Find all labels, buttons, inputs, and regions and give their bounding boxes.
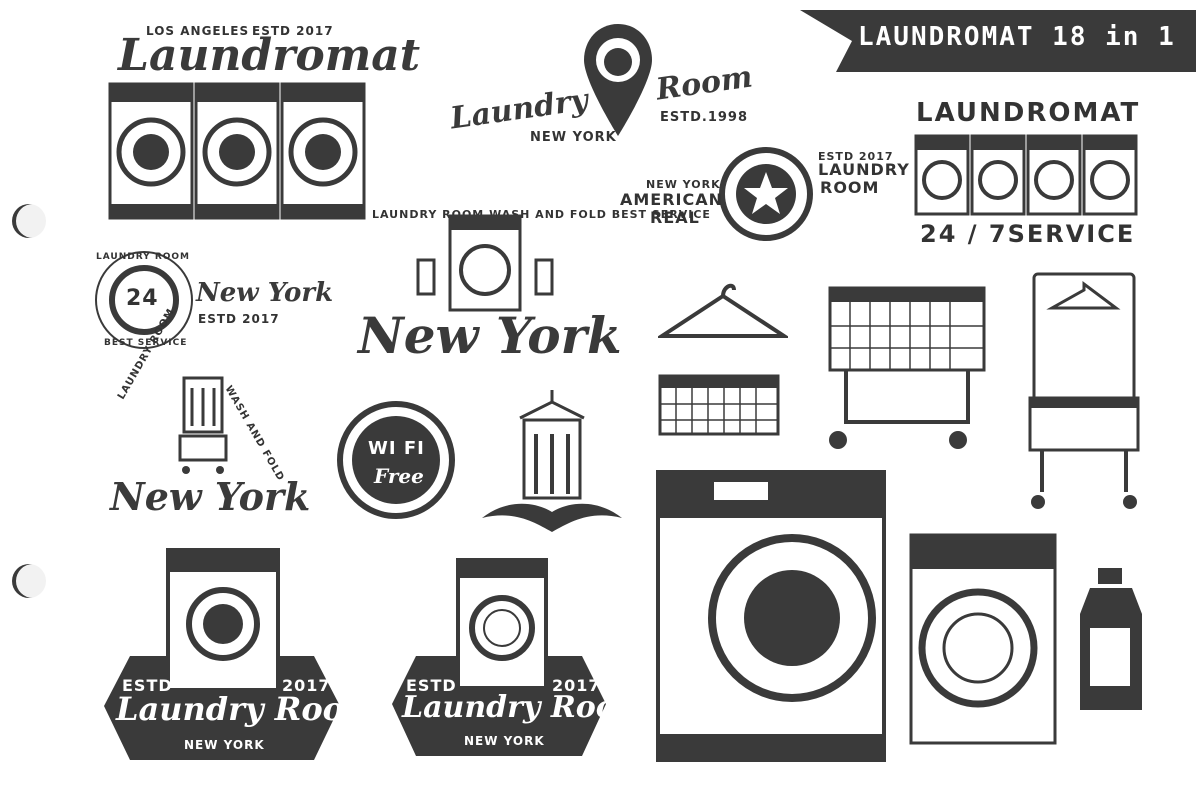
washer-row-four-icon <box>914 134 1138 216</box>
large-washer-icon <box>656 470 886 762</box>
badge-mid-estd: ESTD <box>406 676 457 695</box>
service-text: 24 / 7SERVICE <box>920 220 1136 248</box>
ring-number: 24 <box>126 286 159 311</box>
washer-row-three-icon <box>108 80 366 222</box>
la-city: LOS ANGELES <box>146 24 250 38</box>
washfold2-city: New York <box>110 474 311 519</box>
hanger-rack-cart-icon <box>1028 272 1140 509</box>
la-name: Laundromat <box>118 30 421 81</box>
basket-icon <box>658 374 780 436</box>
detergent-bottle-icon <box>1080 568 1142 710</box>
star-porthole-icon <box>719 147 813 241</box>
wifi-free: Free <box>374 464 424 488</box>
binder-hole-bottom <box>12 564 46 598</box>
pin-estd: ESTD.1998 <box>660 110 749 125</box>
hanger-icon <box>658 283 788 338</box>
medium-washer-icon <box>909 533 1057 745</box>
map-pin-icon <box>584 24 652 136</box>
badge-left-year: 2017 <box>282 676 331 695</box>
flag-cart-icon <box>178 376 228 474</box>
badge-left-icon <box>104 548 340 760</box>
badge-left-estd: ESTD <box>122 676 173 695</box>
washfold2-right: WASH AND FOLD <box>222 384 287 484</box>
badge-left-city: NEW YORK <box>184 738 265 752</box>
service-title: LAUNDROMAT <box>916 98 1141 128</box>
flag-eagle-icon <box>482 390 622 532</box>
american-line1: AMERICAN <box>620 190 724 209</box>
banner-title: LAUNDROMAT 18 in 1 <box>858 22 1176 52</box>
badge-mid-year: 2017 <box>552 676 601 695</box>
ring-arc-bottom: BEST SERVICE <box>104 338 188 348</box>
badge-mid-icon <box>392 558 606 756</box>
wifi-label: WI FI <box>368 438 425 459</box>
american-estd: ESTD 2017 <box>818 150 894 163</box>
pin-city: NEW YORK <box>530 130 617 145</box>
washer-bottles-icon <box>416 214 554 312</box>
pin-left: Laundry <box>448 82 591 137</box>
pin-right: Room <box>654 59 755 108</box>
badge-mid-name: Laundry Room <box>402 690 648 725</box>
american-city: NEW YORK <box>646 178 721 191</box>
american-r2: ROOM <box>820 178 880 197</box>
laundry-cart-icon <box>828 286 986 449</box>
american-line2: REAL <box>650 208 700 227</box>
badge-left-name: Laundry Room <box>116 690 378 728</box>
la-estd: ESTD 2017 <box>252 24 334 38</box>
ring-24-icon <box>95 251 193 349</box>
binder-hole-top <box>12 204 46 238</box>
wifi-porthole-icon <box>337 401 455 519</box>
ring-arc-top: LAUNDRY ROOM <box>96 252 191 262</box>
american-r1: LAUNDRY <box>818 160 910 179</box>
ring-city: New York <box>196 278 334 308</box>
title-banner <box>800 10 1196 72</box>
ring-estd: ESTD 2017 <box>198 312 280 326</box>
badge-mid-city: NEW YORK <box>464 734 545 748</box>
washfold-city: New York <box>358 306 622 365</box>
